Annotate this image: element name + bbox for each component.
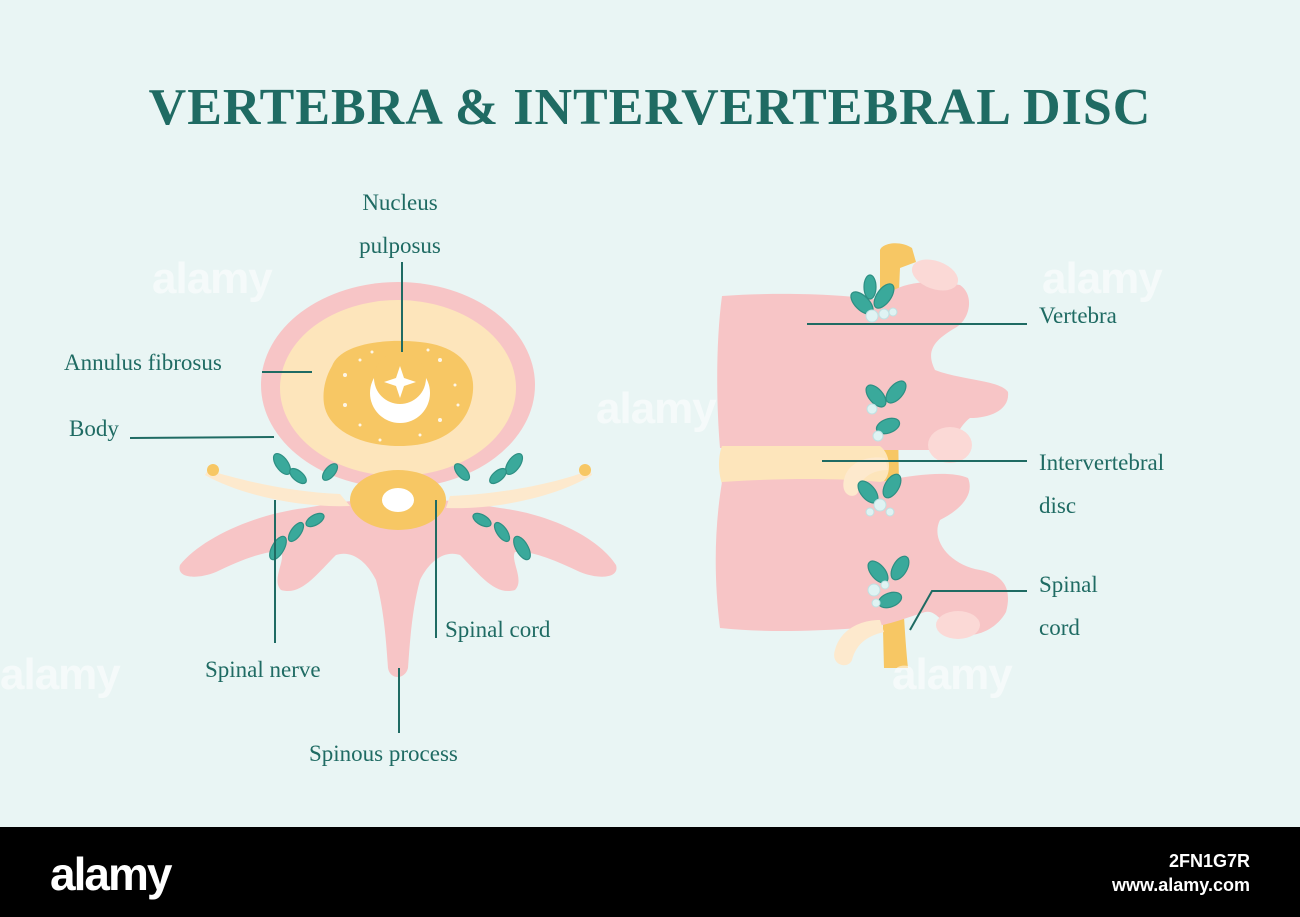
- image-id: 2FN1G7R: [1168, 851, 1250, 871]
- label-spinal-cord: Spinal cord: [445, 617, 551, 642]
- label-line: Intervertebral: [1039, 450, 1165, 475]
- page-title: VERTEBRA & INTERVERTEBRAL DISC: [148, 79, 1152, 136]
- label-nucleus-pulposus: Nucleus pulposus: [300, 181, 500, 267]
- watermark: alamy: [596, 384, 717, 433]
- watermark: alamy: [1042, 254, 1163, 303]
- label-spinal-nerve: Spinal nerve: [205, 657, 321, 682]
- lateral-spine-diagram: [715, 243, 1027, 668]
- spinal-nerve-left: [205, 470, 350, 507]
- label-vertebra: Vertebra: [1039, 303, 1117, 328]
- label-body: Body: [69, 416, 119, 441]
- leaf-sprigs-left: [269, 452, 339, 561]
- label-line: Nucleus: [362, 190, 438, 215]
- leaf-sprigs-right: [453, 452, 531, 561]
- watermark: alamy: [0, 650, 121, 699]
- nerve-root-upper: [843, 457, 888, 496]
- spinal-nerve-right: [446, 470, 592, 509]
- axial-vertebra-diagram: [129, 262, 617, 733]
- leader-lines-right: [807, 323, 1027, 631]
- berry-dots: [865, 307, 898, 608]
- label-spinous-process: Spinous process: [309, 741, 458, 766]
- label-spinal-cord-lateral: Spinal cord: [1039, 563, 1098, 649]
- label-intervertebral-disc: Intervertebral disc: [1039, 441, 1164, 527]
- watermark: alamy: [892, 650, 1013, 699]
- sparkle-dots: [343, 348, 460, 442]
- label-line: cord: [1039, 615, 1080, 640]
- alamy-logo: alamy: [50, 848, 172, 900]
- vertebral-arch: [179, 500, 617, 677]
- label-line: Spinal: [1039, 572, 1098, 597]
- footer-bar: alamy 2FN1G7R www.alamy.com: [0, 827, 1300, 917]
- illustration: [129, 243, 1027, 733]
- site-url: www.alamy.com: [1111, 875, 1250, 895]
- lower-vertebra: [715, 473, 1009, 636]
- label-line: pulposus: [359, 233, 441, 258]
- label-annulus-fibrosus: Annulus fibrosus: [64, 350, 222, 375]
- watermark: alamy: [152, 254, 273, 303]
- leader-lines-left: [129, 262, 437, 733]
- nerve-root-lower: [834, 620, 884, 666]
- star-symbol: [384, 366, 416, 398]
- label-line: disc: [1039, 493, 1077, 518]
- image-credit: 2FN1G7R www.alamy.com: [1112, 849, 1250, 897]
- leaf-clusters-lateral: [850, 274, 910, 609]
